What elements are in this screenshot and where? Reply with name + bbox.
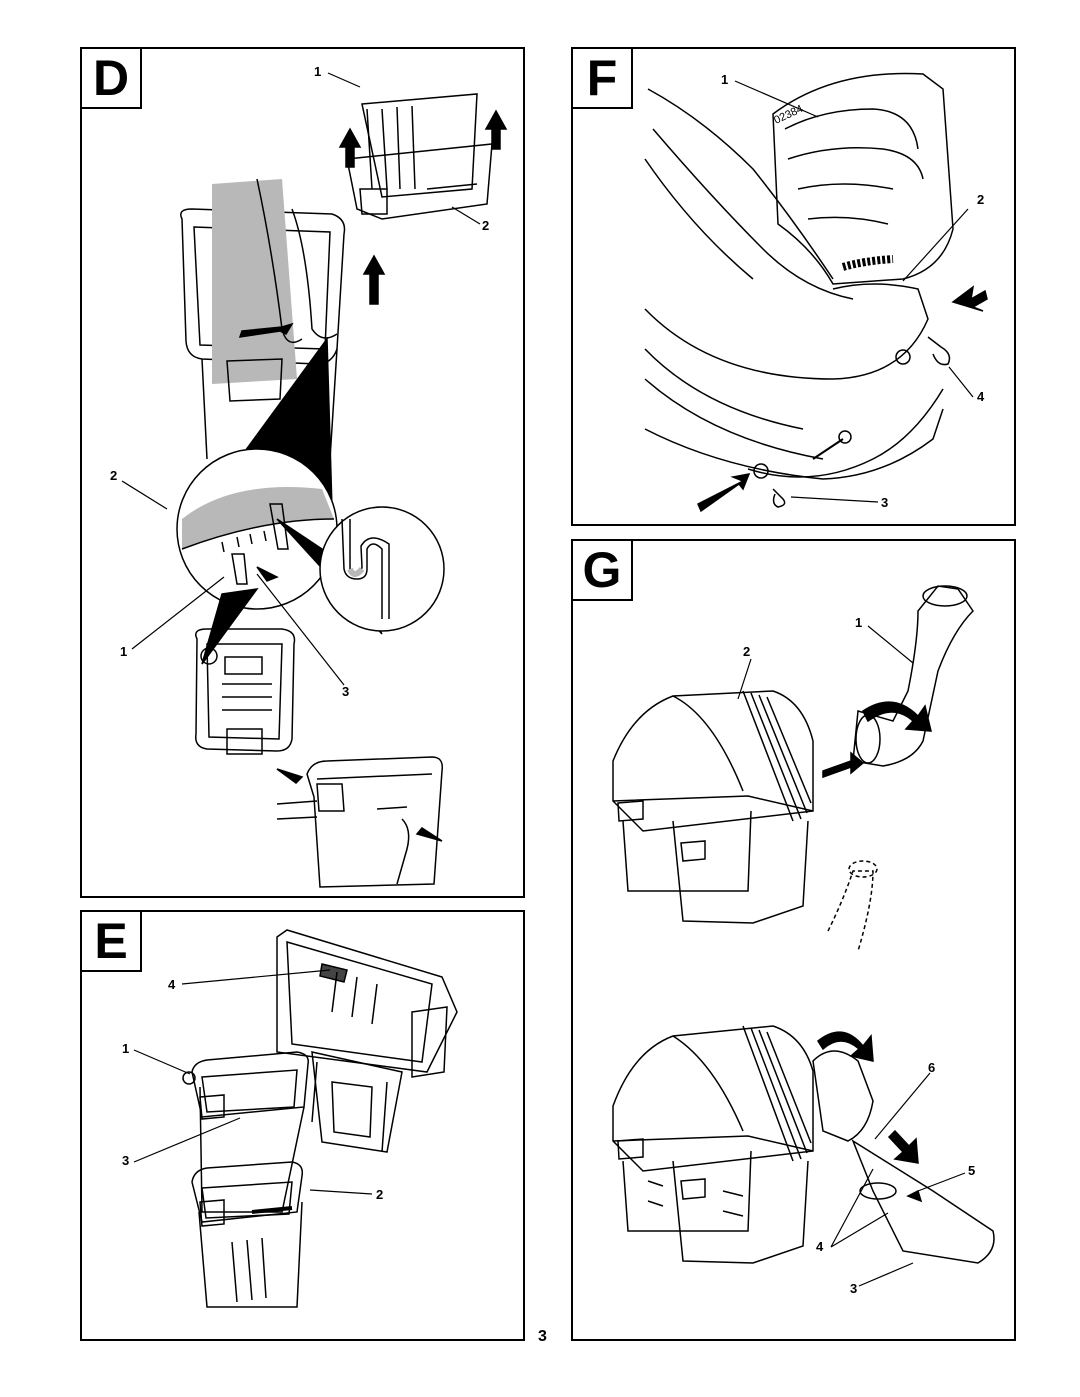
panel-g-callout-1: 1 [855,615,863,630]
panel-g-illustration [612,585,995,1287]
panel-e-callout-3: 3 [122,1153,130,1168]
panel-g-callout-4: 4 [816,1239,824,1254]
panel-d-callout-2-mid: 2 [110,468,118,483]
panel-g-callout-6: 6 [928,1060,936,1075]
panel-f-letter: F [586,50,618,106]
panel-d-callout-3: 3 [342,684,350,699]
panel-e-letter-box: E [82,912,142,972]
panel-g-callout-5: 5 [968,1163,976,1178]
panel-e-callout-1: 1 [122,1041,130,1056]
panel-d: D [80,47,525,898]
panel-f: F [571,47,1016,526]
panel-e-callout-4: 4 [168,977,176,992]
panel-e-letter: E [94,913,128,969]
panel-g-callout-2: 2 [743,644,751,659]
panel-e: E [80,910,525,1341]
panel-d-callout-1-bottom: 1 [120,644,128,659]
panel-e-callout-2: 2 [376,1187,384,1202]
panel-e-illustration [133,929,458,1308]
panel-d-callout-2-top: 2 [482,218,490,233]
panel-d-callout-1-top: 1 [314,64,322,79]
panel-d-letter-box: D [82,49,142,109]
panel-f-illustration: 02384 [644,72,988,513]
panel-g-callout-3: 3 [850,1281,858,1296]
panel-f-part-code: 02384 [772,103,805,127]
panel-f-letter-box: F [573,49,633,109]
panel-d-letter: D [92,50,130,106]
panel-g-letter-box: G [573,541,633,601]
panel-g-letter: G [582,542,622,598]
panel-g: G [571,539,1016,1341]
panel-f-callout-1: 1 [721,72,729,87]
page-number: 3 [538,1328,547,1345]
panel-f-callout-3: 3 [881,495,889,510]
panel-f-callout-4: 4 [977,389,985,404]
panel-f-callout-2: 2 [977,192,985,207]
panel-d-illustration [121,72,508,888]
